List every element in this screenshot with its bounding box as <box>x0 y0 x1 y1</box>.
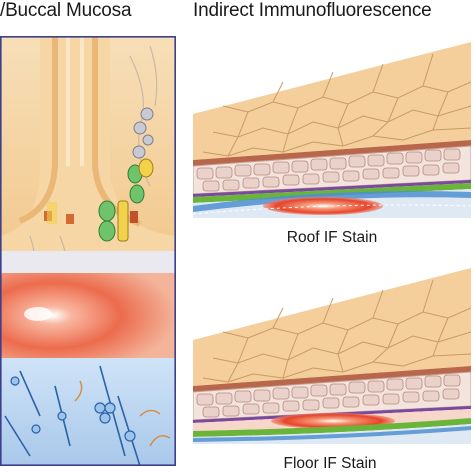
surface-cells <box>202 279 471 383</box>
roof-if-stain-diagram <box>193 42 471 218</box>
epithelium-cells <box>196 148 461 192</box>
floor-caption: Floor IF Stain <box>283 455 377 472</box>
floor-membrane-green <box>193 418 471 437</box>
roof-blister-fluorescence <box>263 197 383 215</box>
right-panel-title: Indirect Immunofluorescence <box>193 0 432 21</box>
roof-caption: Roof IF Stain <box>286 229 378 246</box>
left-panel-title: /Buccal Mucosa <box>0 0 132 21</box>
floor-if-stain-diagram <box>193 268 471 444</box>
surface-sheet <box>193 42 471 160</box>
epithelium-cells <box>196 374 461 418</box>
collagen-beads <box>10 376 136 442</box>
dermal-fibers <box>74 380 171 447</box>
roof-membrane-green <box>193 183 471 203</box>
surface-sheet <box>193 268 471 386</box>
roof-membrane-purple <box>193 180 471 197</box>
basal-band <box>0 251 176 273</box>
desmosome-proteins <box>44 107 154 242</box>
left-panel-border <box>0 36 176 466</box>
blue-band <box>193 426 471 442</box>
blue-band <box>193 190 471 212</box>
buccal-mucosa-illustration <box>0 36 176 466</box>
surface-cells <box>202 53 471 157</box>
